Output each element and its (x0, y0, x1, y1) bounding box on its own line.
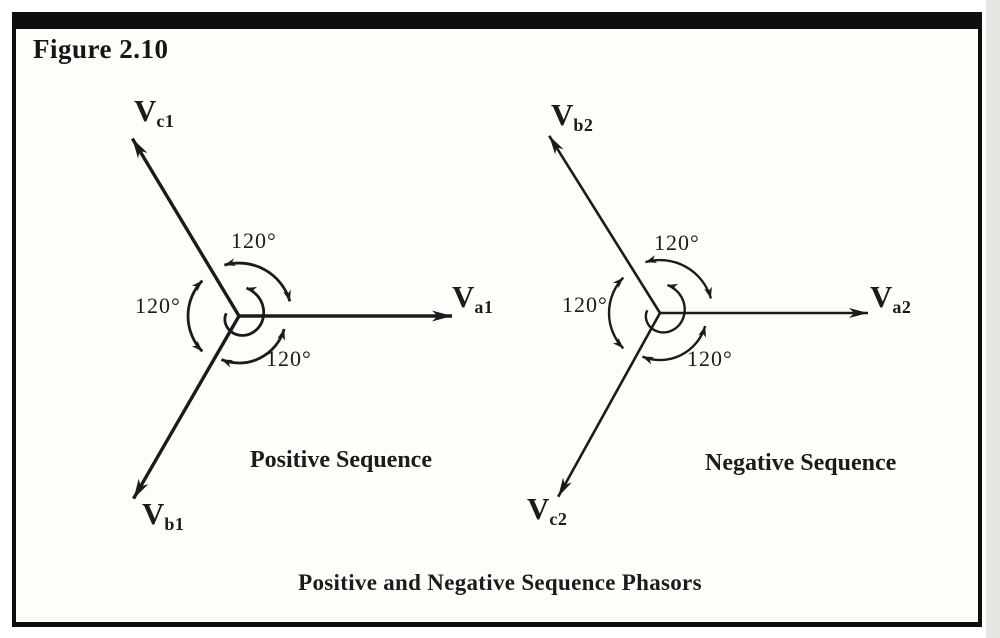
angle-arc-arrowhead (283, 289, 291, 302)
angle-arc-arrowhead (224, 258, 237, 266)
phasor-Vb1-vector (132, 315, 241, 500)
angle-label: 120° (687, 346, 733, 371)
angle-label: 120° (266, 346, 312, 371)
figure-caption: Positive and Negative Sequence Phasors (298, 570, 702, 595)
phasor-symbol: V (527, 491, 550, 526)
rotation-direction-arrow (644, 283, 686, 334)
scanned-page-edge (986, 0, 1000, 638)
phasor-Vb2-arrowhead (549, 135, 564, 155)
phasor-subscript: c1 (156, 110, 175, 131)
angle-arc (645, 258, 713, 299)
angle-arc-arrowhead (612, 277, 624, 289)
angle-arc-arrowhead (642, 356, 655, 365)
phasor-Vc2-arrowhead (558, 477, 572, 497)
angle-arc-arrowhead (191, 280, 203, 292)
phasor-Vc1-vector (130, 137, 241, 317)
figure-frame (12, 12, 982, 627)
angle-arc (224, 261, 292, 302)
phasor-symbol: V (142, 496, 165, 531)
angle-arc (220, 328, 286, 365)
phasor-subscript: a2 (892, 296, 912, 317)
phasor-label-Vb1: Vb1 (142, 498, 184, 533)
angle-arc-arrowhead (704, 286, 712, 299)
phasor-subscript: b2 (573, 114, 594, 135)
angle-arc-arrowhead (277, 329, 285, 341)
angle-label: 120° (654, 230, 700, 255)
phasor-Va1-arrowhead (432, 310, 452, 322)
angle-label: 120° (135, 293, 181, 318)
angle-arc (186, 279, 204, 353)
figure-heading: Figure 2.10 (33, 34, 169, 64)
phasor-label-Va1: Va1 (452, 281, 493, 316)
rotation-direction-arrowhead (246, 286, 258, 295)
rotation-direction-arrowhead (667, 283, 679, 292)
phasor-label-Va2: Va2 (870, 281, 911, 316)
sequence-title-positive-sequence: Positive Sequence (250, 447, 432, 473)
phasor-symbol: V (551, 97, 574, 132)
phasor-Vc2-vector (557, 312, 662, 498)
sequence-title-negative-sequence: Negative Sequence (705, 450, 897, 476)
phasor-Va2-arrowhead (849, 308, 868, 318)
angle-arc-arrowhead (645, 255, 658, 263)
phasor-subscript: c2 (549, 508, 568, 529)
angle-arc (641, 325, 707, 362)
phasor-Vc1-arrowhead (132, 138, 148, 159)
phasor-symbol: V (134, 93, 157, 128)
phasor-subscript: a1 (474, 296, 494, 317)
angle-arc-arrowhead (612, 337, 624, 349)
angle-arc-arrowhead (698, 326, 706, 338)
phasor-Vb1-arrowhead (133, 478, 149, 499)
angle-arc (607, 276, 625, 350)
angle-label: 120° (562, 292, 608, 317)
phasor-label-Vb2: Vb2 (551, 99, 593, 134)
phasor-label-Vc1: Vc1 (134, 95, 174, 130)
angle-arc-arrowhead (221, 359, 234, 368)
angle-label: 120° (231, 228, 277, 253)
angle-arc-arrowhead (191, 340, 203, 352)
phasor-subscript: b1 (164, 513, 185, 534)
phasor-symbol: V (870, 279, 893, 314)
phasor-Vb2-vector (548, 135, 662, 314)
phasor-label-Vc2: Vc2 (527, 493, 567, 528)
phasor-symbol: V (452, 279, 475, 314)
rotation-direction-arrow (223, 286, 266, 337)
